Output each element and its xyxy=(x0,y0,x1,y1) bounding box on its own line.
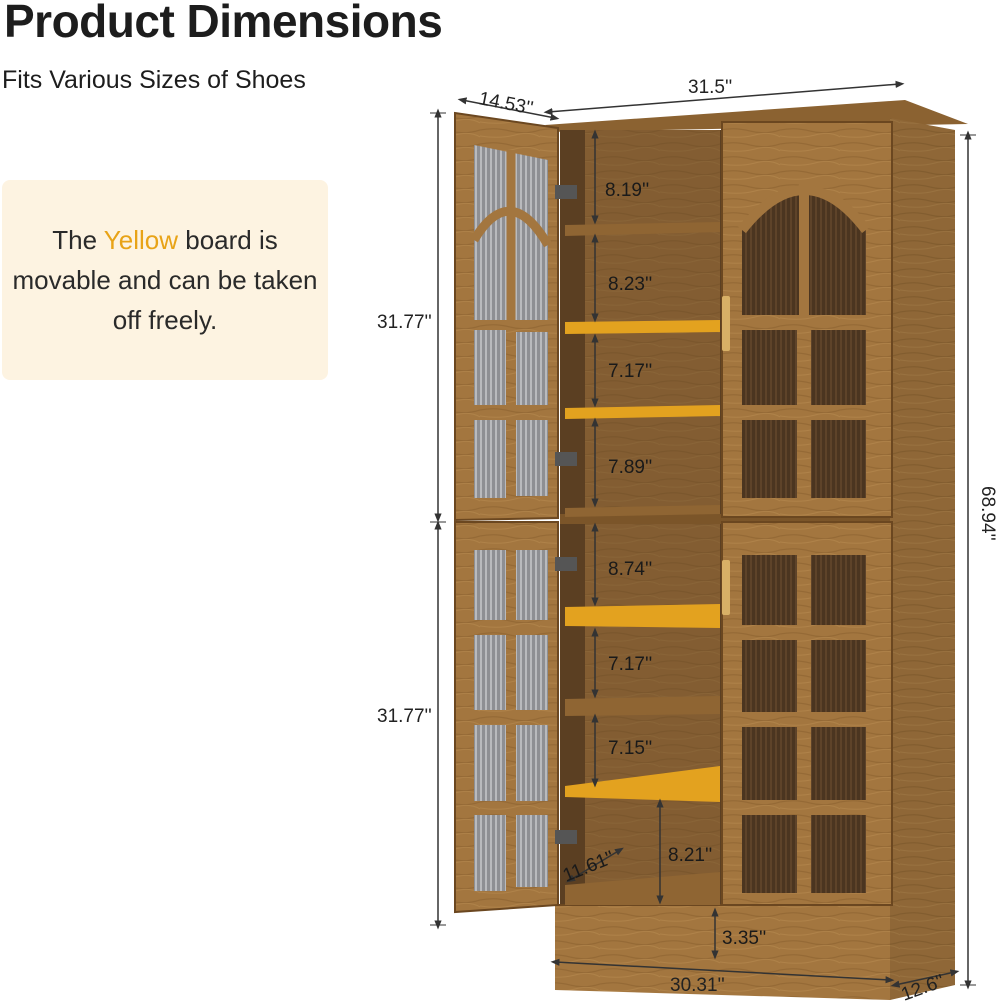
shelf-2-label: 8.23'' xyxy=(608,274,652,295)
height-upper-label: 31.77'' xyxy=(377,312,432,333)
hinge-icon xyxy=(555,185,577,199)
width-bottom-label: 30.31'' xyxy=(670,975,725,996)
shelf-6-label: 7.17'' xyxy=(608,654,652,675)
dimension-lines xyxy=(434,80,972,990)
note-text: The Yellow board is movable and can be t… xyxy=(2,220,328,340)
shelf-wood-1 xyxy=(565,222,720,236)
shelf-5-label: 8.74'' xyxy=(608,559,652,580)
shelf-4-label: 7.89'' xyxy=(608,457,652,478)
shelf-yellow-1 xyxy=(565,320,720,334)
height-lower-label: 31.77'' xyxy=(377,706,432,727)
shelf-wood-2 xyxy=(565,505,720,517)
left-upper-door xyxy=(454,111,577,522)
right-upper-handle xyxy=(722,296,730,351)
right-lower-handle xyxy=(722,560,730,615)
shelf-yellow-3 xyxy=(565,604,720,628)
hinge-icon xyxy=(555,830,577,844)
note-highlight-yellow: Yellow xyxy=(103,225,179,255)
shelf-1-label: 8.19'' xyxy=(605,180,649,201)
hinge-icon xyxy=(555,452,577,466)
note-text-after: board is movable and can be taken off fr… xyxy=(12,225,318,335)
height-total-label: 68.94'' xyxy=(977,486,998,541)
shelf-wood-3 xyxy=(565,696,720,716)
right-upper-door xyxy=(721,121,893,518)
width-top-label: 31.5'' xyxy=(688,77,732,98)
shelf-8-label: 8.21'' xyxy=(668,845,712,866)
page-subtitle: Fits Various Sizes of Shoes xyxy=(2,66,306,94)
extension-ticks xyxy=(430,112,976,986)
shelf-wood-4 xyxy=(565,872,720,905)
right-lower-door xyxy=(721,521,893,906)
note-text-before: The xyxy=(52,225,104,255)
shelf-7-label: 7.15'' xyxy=(608,738,652,759)
shelves xyxy=(565,222,720,905)
page-title: Product Dimensions xyxy=(4,0,443,47)
left-lower-door xyxy=(454,521,577,914)
shelf-yellow-2 xyxy=(565,405,720,419)
movable-board-note: The Yellow board is movable and can be t… xyxy=(2,180,328,380)
shelf-yellow-4 xyxy=(565,766,720,802)
hinge-icon xyxy=(555,557,577,571)
shelf-3-label: 7.17'' xyxy=(608,361,652,382)
depth-top-label: 14.53'' xyxy=(477,88,535,119)
base-height-label: 3.35'' xyxy=(722,928,766,949)
